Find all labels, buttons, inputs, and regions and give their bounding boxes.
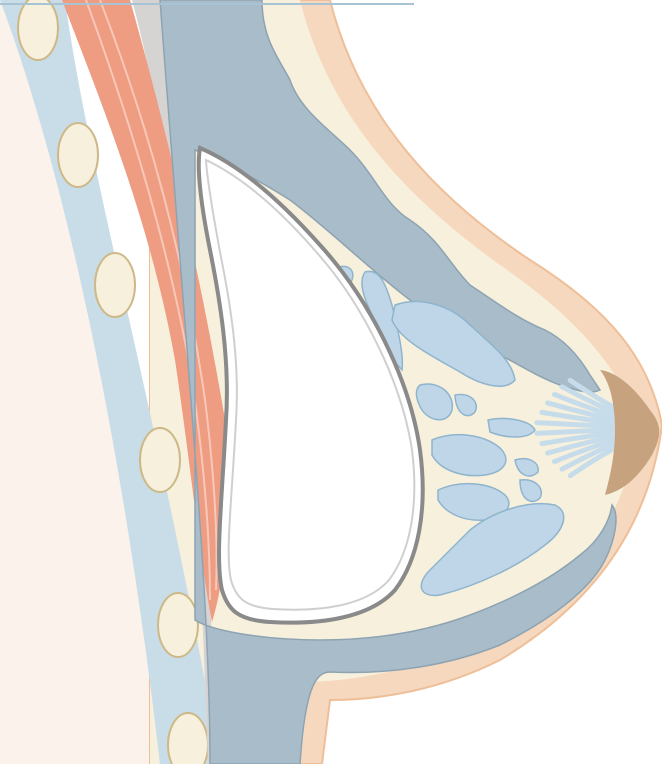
rib-icon	[158, 593, 198, 657]
rib-icon	[95, 253, 135, 317]
rib-icon	[140, 428, 180, 492]
rib-icon	[18, 0, 58, 60]
rib-icon	[168, 713, 208, 764]
rib-icon	[58, 123, 98, 187]
